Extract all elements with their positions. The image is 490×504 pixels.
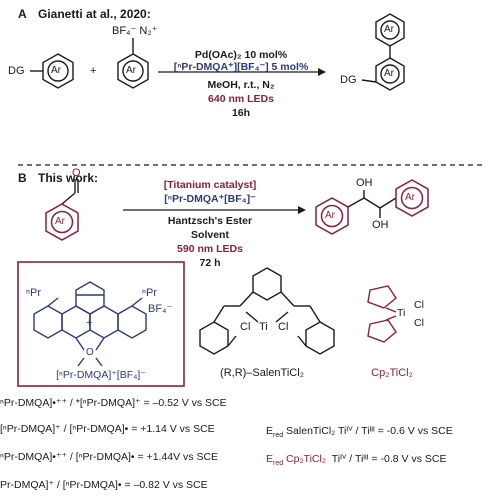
cp-e-prefix: E: [266, 453, 274, 465]
arrow-a: [158, 68, 326, 76]
salen-ti-label: Ti: [259, 321, 268, 333]
cond-b-3: Hantzsch's Ester: [167, 215, 253, 227]
salen-e-sub: red: [273, 432, 284, 440]
ar-label-product-bottom: Ar: [384, 68, 394, 79]
ar-label-diol-right: Ar: [405, 192, 415, 203]
dg-label-product: DG: [340, 74, 357, 86]
cond-b-4: Solvent: [191, 229, 229, 241]
titanocene-structure: [367, 285, 397, 343]
ar-label-aldehyde: Ar: [55, 216, 65, 227]
dmqa-plus: +: [86, 317, 93, 329]
plus-sign: +: [90, 65, 97, 77]
biaryl-product: [361, 13, 405, 91]
oh-top-label: OH: [356, 177, 373, 189]
cp-potential-text: Tiᴵⱽ / Tiᴵᴵᴵ = -0.8 V vs SCE: [331, 453, 447, 465]
potential-line-2: [ⁿPr-DMQA]⁺ / [ⁿPr-DMQA]• = +1.14 V vs S…: [0, 423, 215, 435]
dmqa-structure: [33, 281, 147, 367]
dmqa-npr-right: ⁿPr: [142, 287, 158, 299]
ar-label-diazonium: Ar: [126, 65, 136, 76]
cond-a-1: Pd(OAc)₂ 10 mol%: [194, 49, 288, 61]
cond-b-1: [Titanium catalyst]: [163, 179, 257, 191]
arrow-b: [123, 206, 306, 214]
cp-potential: Ered Cp₂TiCl₂ Tiᴵⱽ / Tiᴵᴵᴵ = -0.8 V vs S…: [266, 454, 446, 467]
cp-potential-name: Cp₂TiCl₂: [283, 453, 326, 465]
salen-caption: (R,R)–SalenTiCl₂: [220, 367, 304, 379]
salen-cl-right: Cl: [278, 321, 289, 333]
dmqa-npr-left: ⁿPr: [26, 287, 42, 299]
cp-e-sub: red: [273, 460, 284, 468]
cp-ti-label: Ti: [397, 307, 406, 319]
bf4-n2-label: BF₄⁻ N₂⁺: [112, 25, 158, 37]
section-b-letter: B: [18, 171, 27, 185]
cond-a-3: MeOH, r.t., N₂: [207, 79, 275, 91]
cond-b-2: [ⁿPr-DMQA⁺[BF₄]⁻: [164, 193, 256, 205]
cp-cl-top: Cl: [414, 299, 424, 311]
cond-a-4: 640 nm LEDs: [208, 93, 274, 105]
cond-b-6: 72 h: [199, 257, 221, 269]
section-a-title: Gianetti at al., 2020:: [38, 7, 151, 21]
oh-bottom-label: OH: [372, 219, 389, 231]
dmqa-box: [17, 261, 185, 387]
potential-line-3: ⁿPr-DMQA]•⁺⁺ / [ⁿPr-DMQA]• = +1.44V vs S…: [0, 451, 219, 463]
potential-line-1: ⁿPr-DMQA]•⁺⁺ / *[ⁿPr-DMQA]⁺ = –0.52 V vs…: [0, 397, 227, 409]
section-a-letter: A: [18, 7, 27, 21]
cp-cl-bottom: Cl: [414, 317, 424, 329]
salen-cl-left: Cl: [240, 321, 251, 333]
cond-a-5: 16h: [231, 107, 251, 119]
dg-label: DG: [8, 65, 25, 77]
diol-product: [315, 179, 429, 235]
potential-line-4: Pr-DMQA]⁺ / [ⁿPr-DMQA]• = –0.82 V vs SCE: [0, 479, 208, 491]
ar-label-product-top: Ar: [384, 24, 394, 35]
aldehyde-structure: [45, 179, 79, 241]
salen-e-prefix: E: [266, 425, 274, 437]
salen-structure: [199, 267, 335, 355]
ar-label-reactant: Ar: [51, 65, 61, 76]
diazonium-ring: [117, 38, 149, 89]
dmqa-o-label: O: [86, 347, 94, 358]
cond-b-5: 590 nm LEDs: [177, 243, 243, 255]
section-b-title: This work:: [38, 171, 99, 185]
cond-a-2: [ⁿPr-DMQA⁺][BF₄⁻] 5 mol%: [173, 61, 309, 73]
dmqa-bf4: BF₄⁻: [148, 303, 173, 315]
cp-caption: Cp₂TiCl₂: [371, 367, 413, 379]
salen-potential: Ered SalenTiCl₂ Tiᴵⱽ / Tiᴵᴵᴵ = -0.6 V vs…: [266, 426, 453, 439]
dmqa-caption: [ⁿPr-DMQA]⁺[BF₄]⁻: [56, 369, 146, 381]
salen-potential-text: SalenTiCl₂ Tiᴵⱽ / Tiᴵᴵᴵ = -0.6 V vs SCE: [283, 425, 453, 437]
aldehyde-o-label: O: [72, 167, 81, 179]
arene-reactant-ring: [30, 53, 74, 89]
ar-label-diol-left: Ar: [325, 210, 335, 221]
